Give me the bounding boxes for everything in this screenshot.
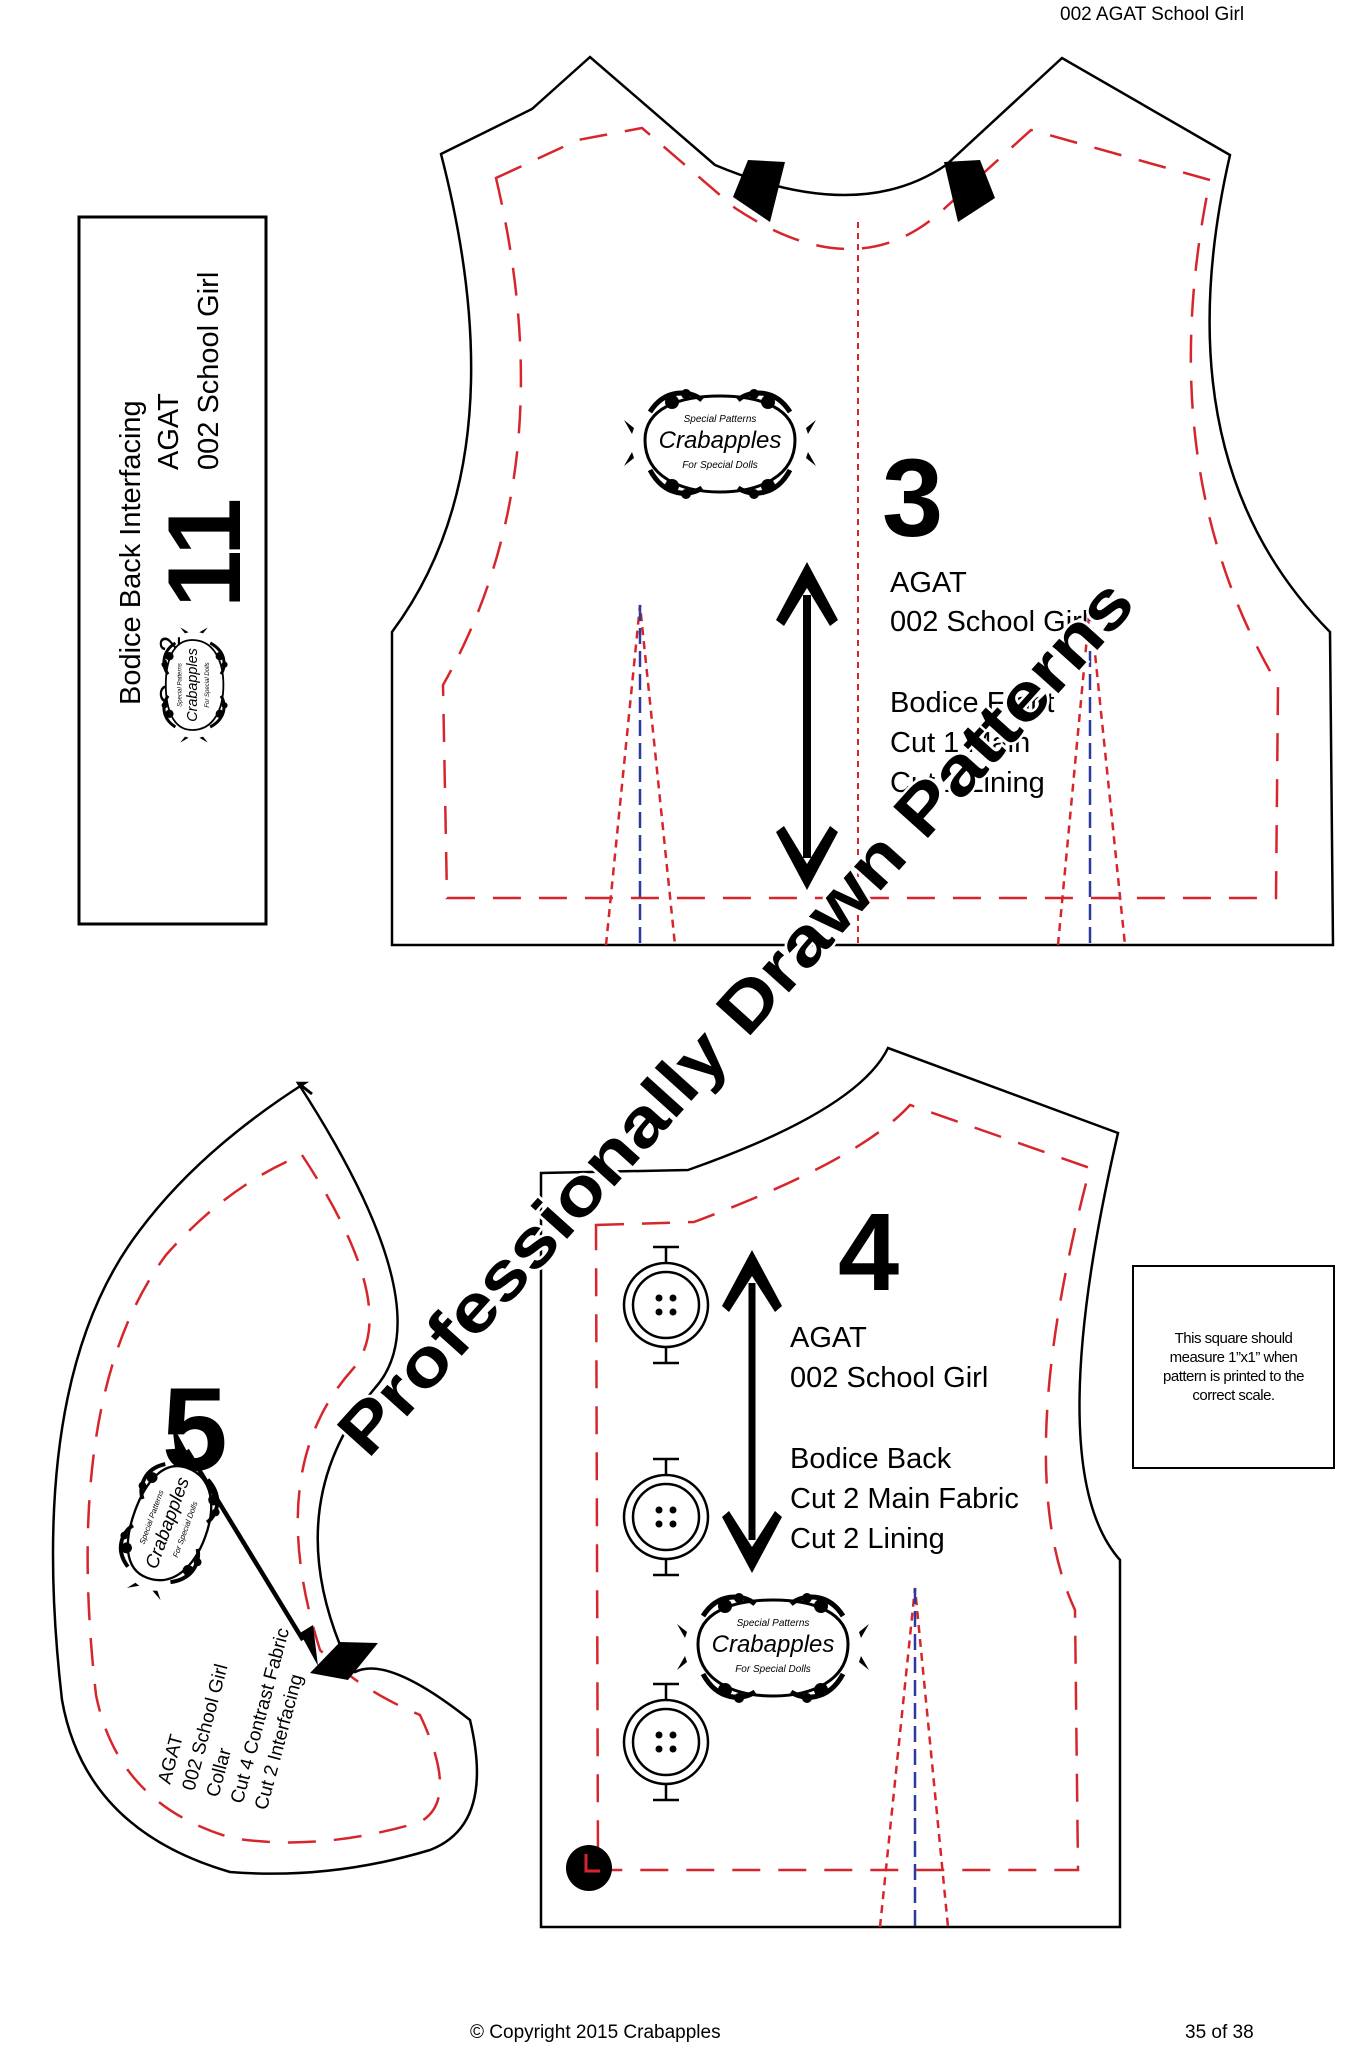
crabapples-logo: Special Patterns Crabapples For Special … [160,625,230,745]
header-title: 002 AGAT School Girl [1060,4,1245,25]
piece-number: 3 [882,437,943,560]
footer-page-number: 35 of 38 [1185,2022,1254,2043]
svg-text:Crabapples: Crabapples [185,648,201,722]
collar-piece: 5 Special Patterns Crabapples For Specia… [51,1081,479,1875]
svg-text:Cut 2 Main Fabric: Cut 2 Main Fabric [790,1483,1019,1515]
svg-text:Bodice Front: Bodice Front [890,687,1054,719]
svg-text:Crabapples: Crabapples [712,1631,835,1658]
scale-check-square: This square should measure 1”x1” when pa… [1132,1265,1335,1469]
piece-label: AGAT 002 School Girl Bodice Front Cut 1 … [890,567,1088,799]
interfacing-piece: Bodice Back Interfacing Cut 2 11 AGAT 00… [77,215,268,926]
corner-mark-icon [566,1845,612,1891]
svg-text:Cut 1 Lining: Cut 1 Lining [890,767,1045,799]
svg-text:Cut 1 Main: Cut 1 Main [890,727,1030,759]
notch-icon [733,160,785,222]
svg-text:002 School Girl: 002 School Girl [890,606,1088,638]
svg-text:Bodice Back: Bodice Back [790,1443,952,1475]
bodice-back-piece: 4 AGAT 002 School Girl Bodice Back Cut 2… [539,1046,1122,1929]
svg-text:AGAT: AGAT [153,393,185,470]
svg-text:002 School Girl: 002 School Girl [193,272,225,470]
svg-text:Crabapples: Crabapples [659,427,782,454]
footer-copyright: © Copyright 2015 Crabapples [470,2022,721,2043]
svg-text:Cut 2 Lining: Cut 2 Lining [790,1523,945,1555]
crabapples-logo: Special Patterns Crabapples For Special … [677,1593,869,1703]
crabapples-logo: Special Patterns Crabapples For Special … [102,1436,238,1611]
svg-text:Special Patterns: Special Patterns [684,414,757,425]
svg-text:AGAT: AGAT [790,1322,867,1354]
svg-text:For Special Dolls: For Special Dolls [735,1664,811,1675]
svg-text:AGAT: AGAT [890,567,967,599]
notch-icon [944,160,995,222]
piece-label: AGAT 002 School Girl Bodice Back Cut 2 M… [790,1322,1019,1555]
svg-text:Special Patterns: Special Patterns [737,1618,810,1629]
svg-text:Special Patterns: Special Patterns [177,663,183,707]
svg-text:Bodice Back Interfacing: Bodice Back Interfacing [115,400,147,705]
crabapples-logo: Special Patterns Crabapples For Special … [624,389,816,499]
scale-note-text: This square should measure 1”x1” when pa… [1163,1330,1304,1404]
piece-number: 11 [147,498,263,608]
grainline-arrow [776,562,838,890]
svg-text:002 School Girl: 002 School Girl [790,1362,988,1394]
svg-text:For Special Dolls: For Special Dolls [682,460,758,471]
piece-number: 4 [838,1191,899,1314]
grainline-arrow [722,1250,782,1573]
notch-icon [310,1642,378,1680]
bodice-front-piece: Special Patterns Crabapples For Special … [390,55,1335,947]
svg-text:For Special Dolls: For Special Dolls [205,662,211,707]
grainline-arrow [172,1424,318,1666]
